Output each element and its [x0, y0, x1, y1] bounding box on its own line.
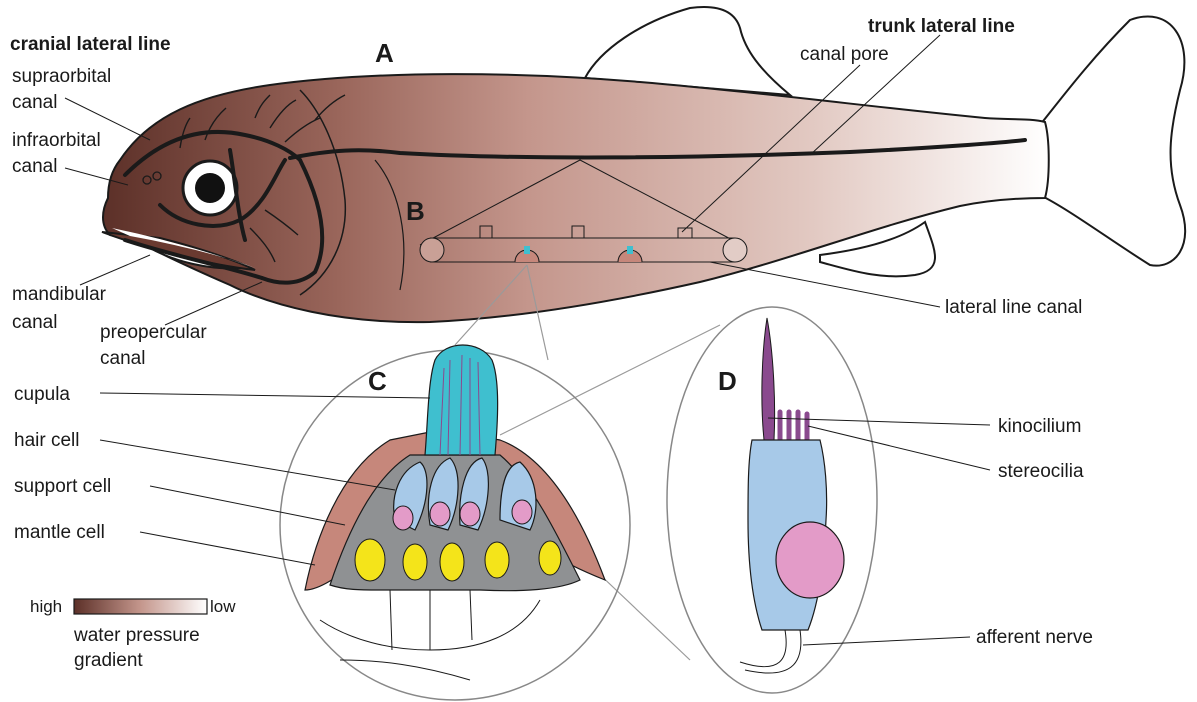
gradient-bar: [74, 599, 207, 614]
supraorbital-label-1: supraorbital: [12, 66, 111, 87]
cupula-label: cupula: [14, 384, 70, 405]
afferent-fibers: [740, 630, 801, 673]
lateral-line-canal-label: lateral line canal: [945, 297, 1082, 318]
support-cell-label: support cell: [14, 476, 111, 497]
tail-fin: [1040, 16, 1185, 265]
gradient-caption-2: gradient: [74, 650, 143, 671]
preopercular-label-1: preopercular: [100, 322, 207, 343]
cranial-title: cranial lateral line: [10, 34, 171, 55]
stereocilia-shapes: [780, 412, 807, 440]
kinocilium-shape: [762, 318, 775, 440]
supraorbital-label-2: canal: [12, 92, 57, 113]
kinocilium-label: kinocilium: [998, 416, 1081, 437]
infraorbital-label-1: infraorbital: [12, 130, 101, 151]
fish-illustration: [102, 7, 1185, 322]
panel-label-d: D: [718, 366, 737, 396]
panel-label-a: A: [375, 38, 394, 68]
panel-label-b: B: [406, 196, 425, 226]
mandibular-label-1: mandibular: [12, 284, 107, 305]
canal-pore-label: canal pore: [800, 44, 889, 65]
gradient-caption-1: water pressure: [73, 625, 200, 646]
preopercular-label-2: canal: [100, 348, 145, 369]
haircell-nucleus: [776, 522, 844, 598]
gradient-low-label: low: [210, 597, 236, 616]
mandibular-label-2: canal: [12, 312, 57, 333]
fish-body: [103, 74, 1049, 322]
afferent-nerve-label: afferent nerve: [976, 627, 1093, 648]
stereocilia-label: stereocilia: [998, 461, 1084, 482]
mantle-cell-label: mantle cell: [14, 522, 105, 543]
panel-label-c: C: [368, 366, 387, 396]
haircell-panel-d: [667, 307, 877, 693]
trunk-title: trunk lateral line: [868, 16, 1015, 37]
gradient-high-label: high: [30, 597, 62, 616]
pressure-legend: [74, 599, 207, 614]
infraorbital-label-2: canal: [12, 156, 57, 177]
eye-pupil: [195, 173, 225, 203]
hair-cell-label: hair cell: [14, 430, 79, 451]
